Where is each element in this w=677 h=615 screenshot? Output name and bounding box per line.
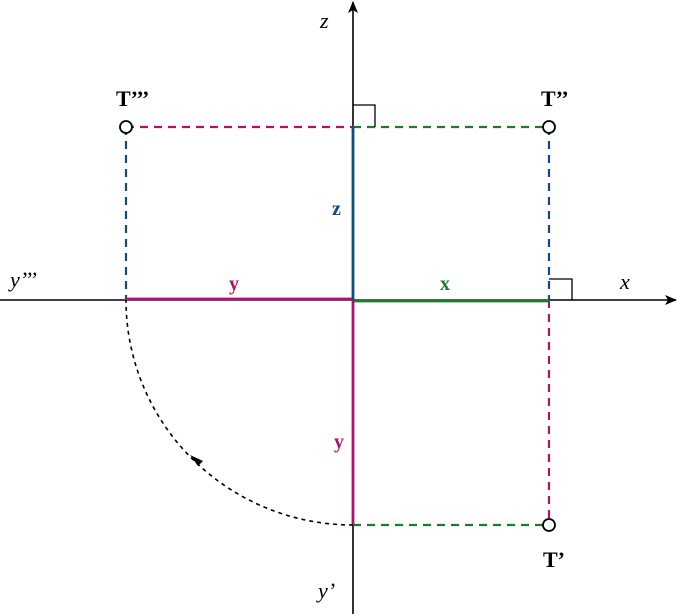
point-t-double-prime [542, 120, 556, 134]
label-segment-x: x [440, 273, 450, 295]
label-segment-y-horizontal: y [229, 273, 239, 295]
label-segment-z: z [332, 198, 341, 220]
label-t-double-prime: T’’ [541, 86, 569, 111]
arc-arrow-icon [190, 455, 203, 466]
point-t-prime [542, 518, 556, 532]
label-segment-y-vertical: y [334, 431, 344, 453]
right-angle-mark-x [549, 278, 573, 300]
point-t-triple-prime [119, 120, 133, 134]
y-prime-axis-label: y’ [316, 578, 335, 603]
z-axis-label: z [319, 8, 329, 33]
rotation-arc [125, 299, 354, 526]
right-angle-mark-z [353, 104, 376, 127]
label-t-prime: T’ [543, 547, 565, 572]
x-axis-label: x [619, 269, 630, 294]
y-triple-prime-axis-label: y’’’ [8, 267, 37, 292]
label-t-triple-prime: T’’’ [116, 86, 149, 111]
